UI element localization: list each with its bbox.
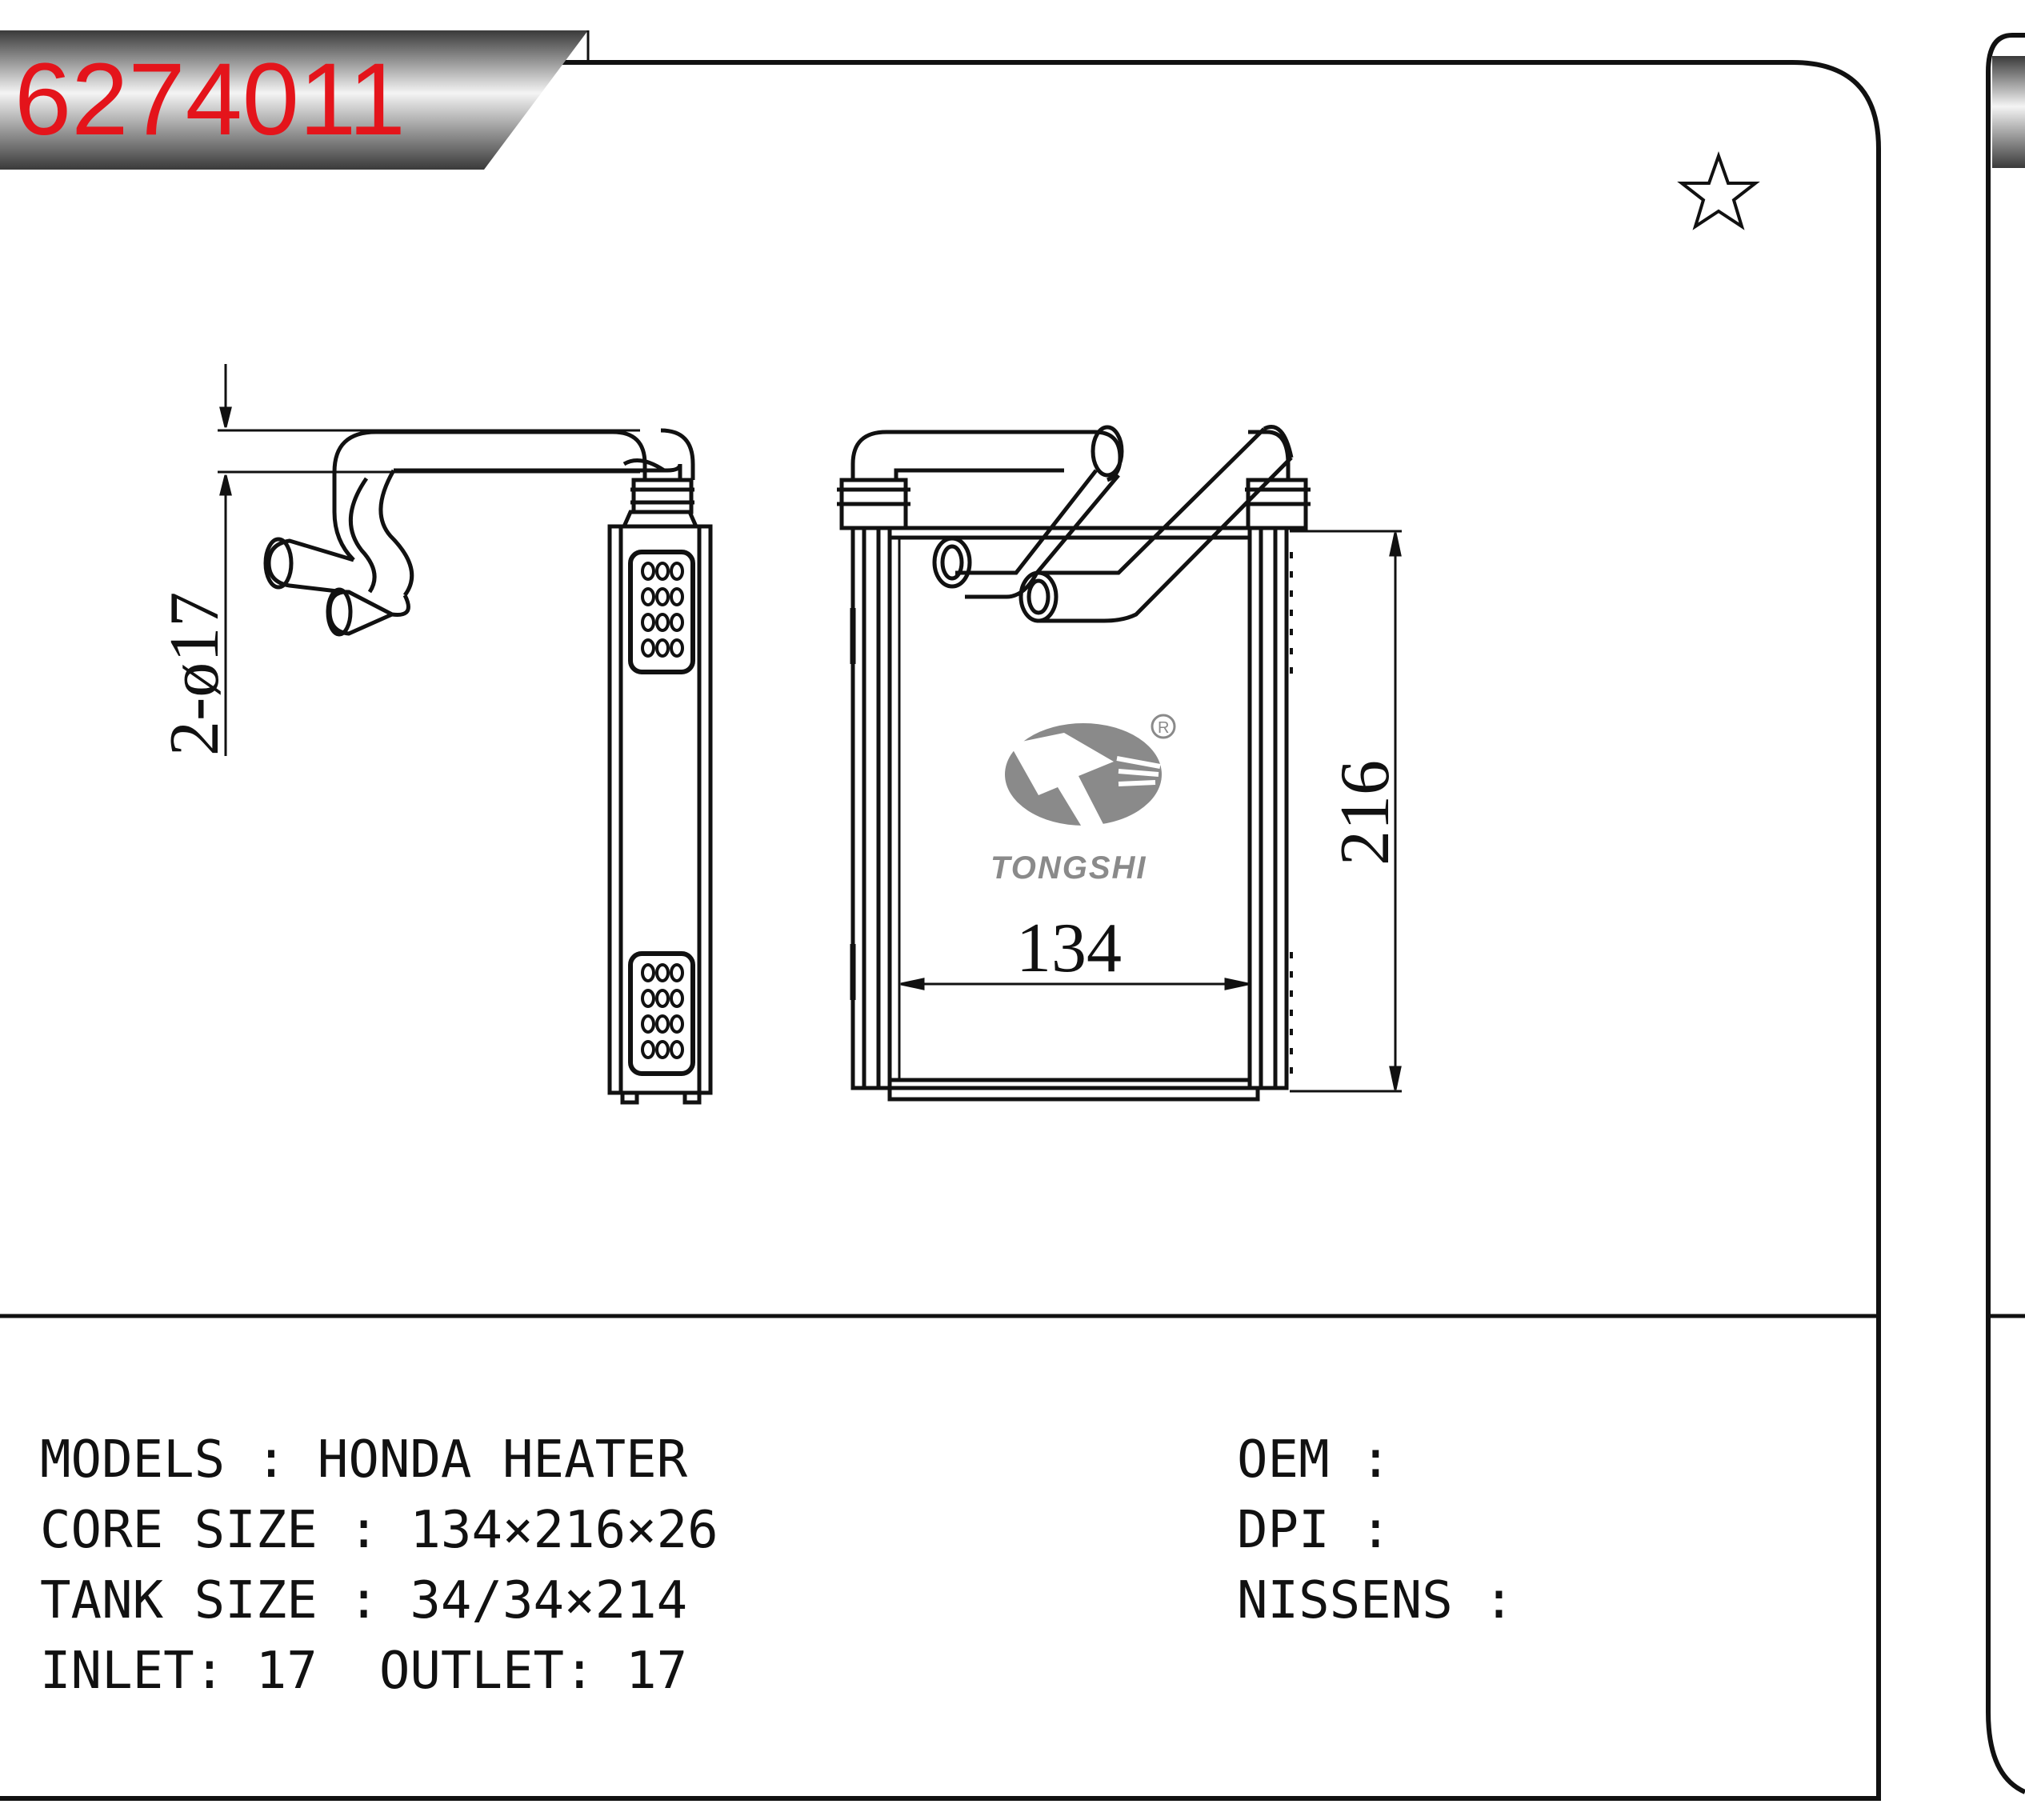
spec-oem: OEM : [1237,1430,1391,1490]
part-number-banner [0,30,588,170]
pipe-diameter-label: 2-ø17 [156,592,234,756]
heater-side-view [263,428,713,1105]
part-number: 6274011 [14,42,406,157]
spec-nissens: NISSENS : [1237,1571,1515,1630]
height-dimension [1290,530,1402,1093]
spec-core-size: CORE SIZE : 134×216×26 [40,1501,718,1560]
spec-tank-size: TANK SIZE : 34/34×214 [40,1571,687,1630]
tank-hole-grid-top [641,562,684,658]
card-frame [0,60,1881,1801]
spec-inlet-outlet: INLET: 17 OUTLET: 17 [40,1642,687,1701]
brand-name: TONGSHI [990,850,1147,886]
height-label: 216 [1327,760,1404,866]
next-card-frame [1986,33,2025,1794]
spec-dpi: DPI : [1237,1501,1391,1560]
tongshi-logo-icon [1005,714,1176,832]
tank-hole-grid-bottom [641,963,684,1059]
width-label: 134 [1016,910,1122,987]
spec-models: MODELS : HONDA HEATER [40,1430,688,1490]
registered-mark: R [1158,719,1169,737]
pipe-diameter-dimension [218,364,640,756]
heater-front-view [837,425,1311,1102]
next-card-banner [1992,56,2025,168]
star-outline-icon[interactable] [1677,150,1760,230]
width-dimension [900,978,1249,990]
